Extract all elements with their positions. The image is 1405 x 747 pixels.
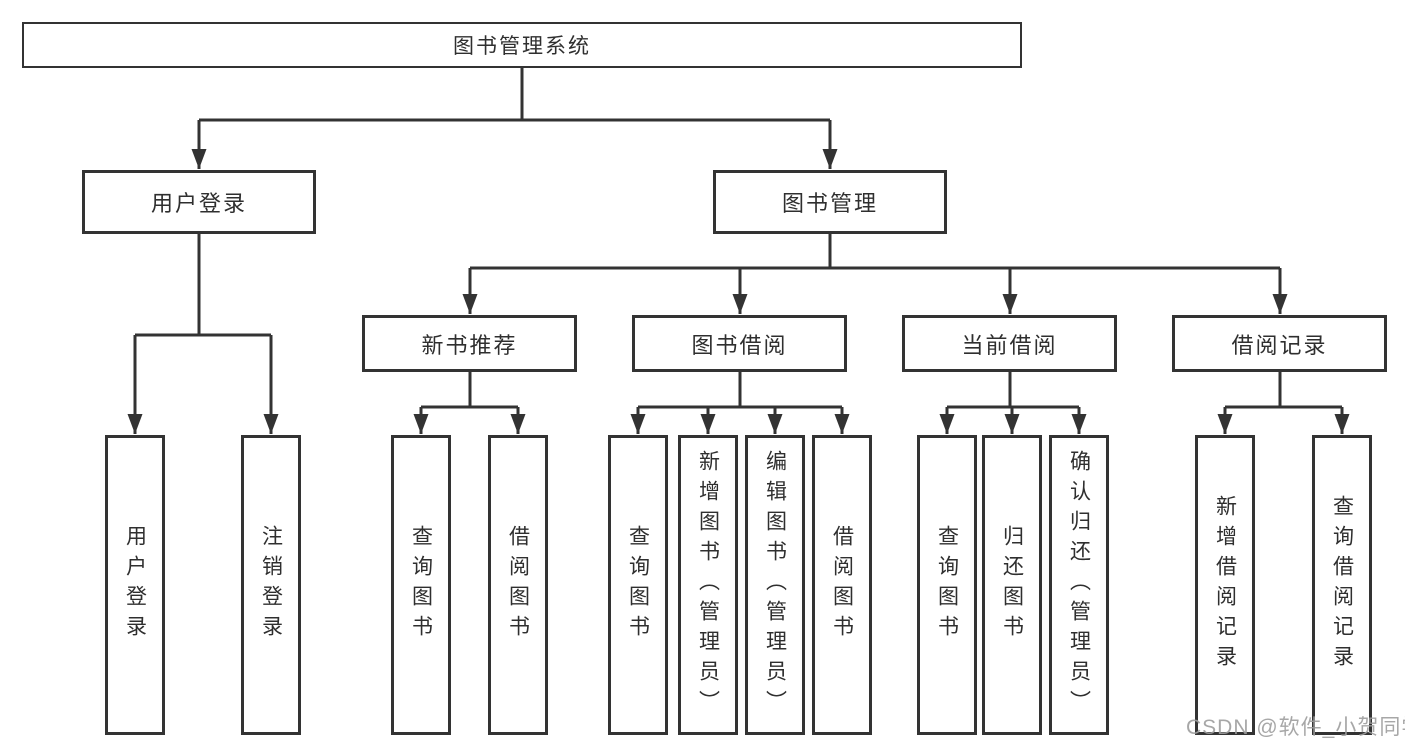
leaf-return-book: 归还图书 [982, 435, 1042, 735]
leaf-edit-book-admin: 编辑图书（管理员） [745, 435, 805, 735]
leaf-user-login: 用户登录 [105, 435, 165, 735]
csdn-watermark: CSDN @软件_小贺同学 [1186, 716, 1405, 739]
node-label-system: 图书管理系统 [453, 35, 591, 58]
leaf-label-borrow-books: 借阅图书 [830, 525, 854, 645]
leaf-label-return-book: 归还图书 [1000, 525, 1024, 645]
leaf-label-confirm-return-admin: 确认归还（管理员） [1067, 450, 1091, 720]
node-box-current-borrow: 当前借阅 [902, 315, 1117, 372]
leaf-confirm-return-admin: 确认归还（管理员） [1049, 435, 1109, 735]
leaf-label-query-books-recommend: 查询图书 [409, 525, 433, 645]
node-label-current-borrow: 当前借阅 [961, 332, 1058, 358]
connector-trunks [135, 68, 1342, 409]
leaf-query-books-recommend: 查询图书 [391, 435, 451, 735]
node-label-book-management: 图书管理 [781, 191, 878, 216]
node-label-book-borrow: 图书借阅 [691, 332, 788, 358]
leaf-label-logout: 注销登录 [259, 525, 283, 645]
leaf-borrow-books: 借阅图书 [812, 435, 872, 735]
node-box-borrow-records: 借阅记录 [1172, 315, 1387, 372]
leaf-label-user-login: 用户登录 [123, 525, 147, 645]
node-box-user-login: 用户登录 [82, 170, 316, 234]
leaf-logout: 注销登录 [241, 435, 301, 735]
leaf-label-query-books-borrow: 查询图书 [626, 525, 650, 645]
node-label-user-login: 用户登录 [150, 191, 247, 216]
leaf-query-books-borrow: 查询图书 [608, 435, 668, 735]
node-box-book-borrow: 图书借阅 [632, 315, 847, 372]
leaf-borrow-books-recommend: 借阅图书 [488, 435, 548, 735]
connector-arrows [127, 120, 1350, 434]
leaf-add-book-admin: 新增图书（管理员） [678, 435, 738, 735]
leaf-label-borrow-books-recommend: 借阅图书 [506, 525, 530, 645]
leaf-add-borrow-record: 新增借阅记录 [1195, 435, 1255, 735]
leaf-label-add-book-admin: 新增图书（管理员） [696, 450, 720, 720]
node-box-new-book-recommend: 新书推荐 [362, 315, 577, 372]
leaf-label-edit-book-admin: 编辑图书（管理员） [763, 450, 787, 720]
leaf-query-borrow-record: 查询借阅记录 [1312, 435, 1372, 735]
leaf-label-add-borrow-record: 新增借阅记录 [1213, 495, 1237, 675]
leaf-label-query-books-current: 查询图书 [935, 525, 959, 645]
leaf-label-query-borrow-record: 查询借阅记录 [1330, 495, 1354, 675]
node-label-new-book-recommend: 新书推荐 [421, 332, 518, 358]
node-box-system: 图书管理系统 [22, 22, 1022, 68]
leaf-query-books-current: 查询图书 [917, 435, 977, 735]
node-label-borrow-records: 借阅记录 [1231, 332, 1328, 358]
node-box-book-management: 图书管理 [713, 170, 947, 234]
